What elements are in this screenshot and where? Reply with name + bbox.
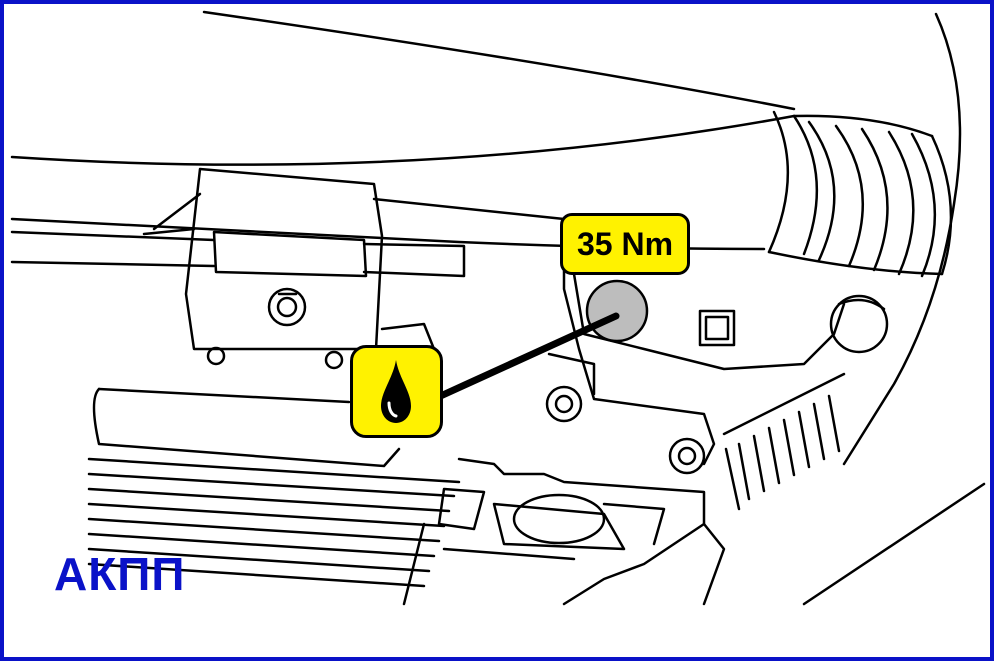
housing-lower-right xyxy=(802,482,986,606)
oil-badge xyxy=(350,345,443,438)
bracket-bolt xyxy=(267,287,307,327)
housing-outline xyxy=(202,10,796,111)
torque-label: 35 Nm xyxy=(560,213,690,275)
oil-drop-icon xyxy=(381,360,411,423)
cooling-fins xyxy=(722,372,846,511)
bellows-boot xyxy=(767,110,953,278)
transmission-illustration xyxy=(10,10,986,606)
panel-left xyxy=(97,387,351,404)
case-bolt-2 xyxy=(668,437,706,475)
square-hole xyxy=(698,309,736,347)
case-bolt-1 xyxy=(545,385,583,423)
tube-top xyxy=(10,114,796,166)
cable-right xyxy=(362,242,466,278)
round-boss xyxy=(829,294,889,354)
pan-plug xyxy=(512,493,606,545)
housing-right-curve xyxy=(842,12,962,466)
cable-lower xyxy=(10,260,216,268)
cable xyxy=(10,230,216,242)
caption-label: АКПП xyxy=(54,548,186,600)
pan-fins xyxy=(87,457,461,588)
leader-line xyxy=(430,312,620,403)
pan-frame xyxy=(457,457,706,606)
filler-plug xyxy=(585,279,649,343)
